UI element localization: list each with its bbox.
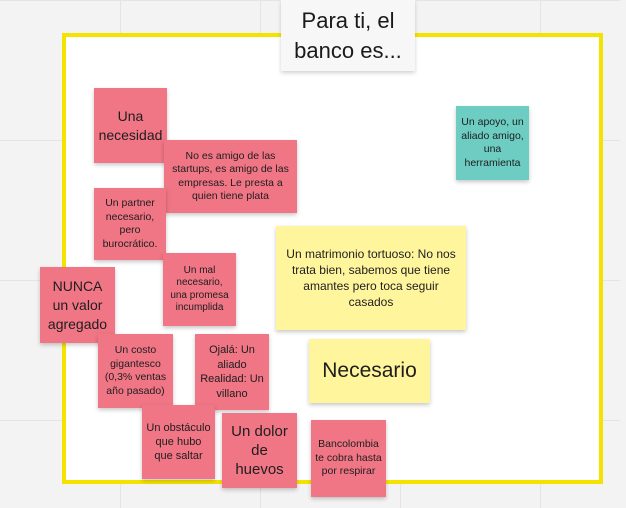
sticky-note-nunca[interactable]: NUNCA un valor agregado — [40, 267, 115, 343]
sticky-note-mal-necesario[interactable]: Un mal necesario, una promesa incumplida — [163, 253, 236, 326]
sticky-note-necesario[interactable]: Necesario — [309, 339, 430, 403]
sticky-note-ojala[interactable]: Ojalá: Un aliado Realidad: Un villano — [195, 334, 269, 410]
canvas-edge — [620, 0, 626, 508]
sticky-note-costo[interactable]: Un costo gigantesco (0,3% ventas año pas… — [98, 334, 173, 408]
sticky-note-apoyo[interactable]: Un apoyo, un aliado amigo, una herramien… — [456, 106, 529, 180]
board-title[interactable]: Para ti, el banco es... — [281, 0, 415, 71]
sticky-note-no-amigo[interactable]: No es amigo de las startups, es amigo de… — [164, 140, 297, 213]
sticky-note-partner[interactable]: Un partner necesario, pero burocrático. — [94, 188, 166, 260]
sticky-note-dolor[interactable]: Un dolor de huevos — [222, 413, 297, 488]
sticky-note-necesidad[interactable]: Una necesidad — [94, 88, 167, 163]
sticky-note-obstaculo[interactable]: Un obstáculo que hubo que saltar — [142, 405, 215, 479]
sticky-note-matrimonio[interactable]: Un matrimonio tortuoso: No nos trata bie… — [276, 226, 466, 330]
sticky-note-bancolombia[interactable]: Bancolombia te cobra hasta por respirar — [311, 420, 386, 497]
